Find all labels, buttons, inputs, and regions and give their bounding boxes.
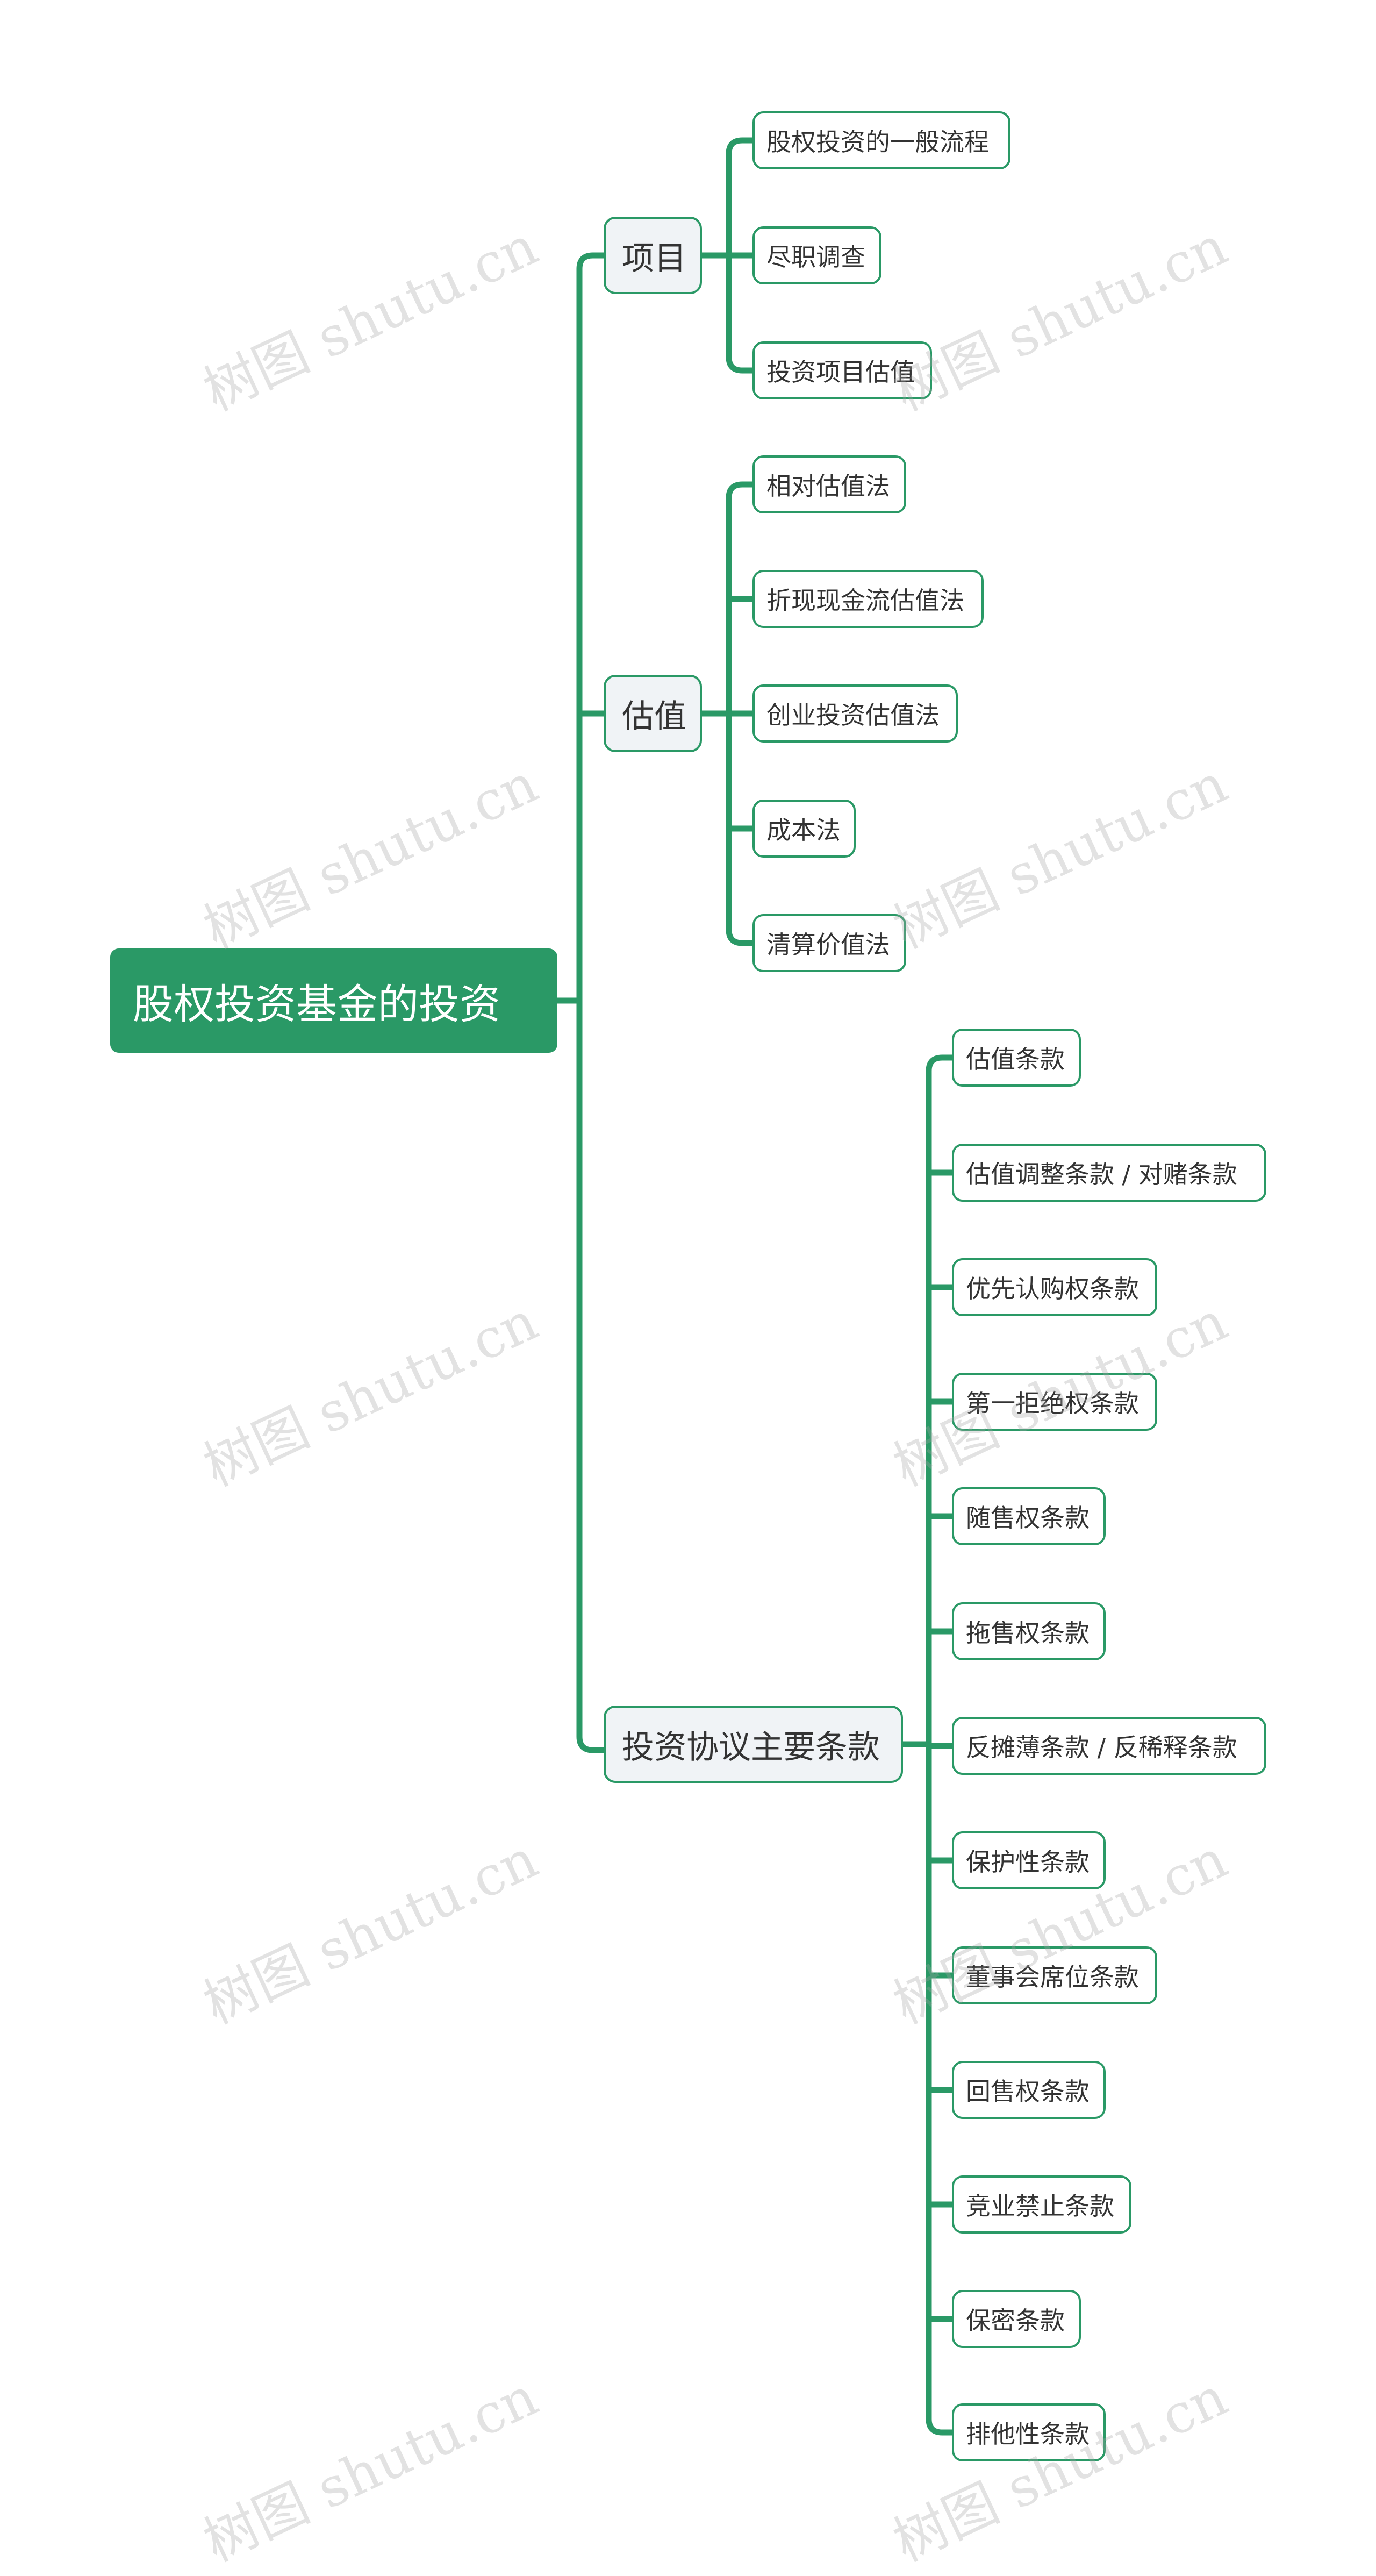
leaf-node-relative-valuation[interactable]: 相对估值法 [752,455,906,513]
connector-branch-3 [900,1054,955,2436]
leaf-node-project-valuation[interactable]: 投资项目估值 [752,341,932,399]
leaf-node-venture-valuation[interactable]: 创业投资估值法 [752,684,958,743]
leaf-node-due-diligence[interactable]: 尽职调查 [752,226,882,284]
leaf-node-liquidation-value[interactable]: 清算价值法 [752,914,906,972]
leaf-node-preemptive-right-clause[interactable]: 优先认购权条款 [952,1258,1157,1316]
connector-branch-2 [699,481,756,946]
leaf-node-non-compete-clause[interactable]: 竞业禁止条款 [952,2175,1131,2234]
watermark: 树图 shutu.cn [194,214,547,423]
leaf-node-cost-method[interactable]: 成本法 [752,800,856,858]
connector-branch-1 [699,137,756,374]
leaf-node-drag-along-clause[interactable]: 拖售权条款 [952,1602,1106,1660]
leaf-node-board-seat-clause[interactable]: 董事会席位条款 [952,1946,1157,2004]
watermark: 树图 shutu.cn [194,1289,547,1498]
leaf-node-equity-investment-process[interactable]: 股权投资的一般流程 [752,111,1010,169]
branch-node-valuation[interactable]: 估值 [604,675,702,752]
root-node[interactable]: 股权投资基金的投资 [110,948,557,1053]
watermark: 树图 shutu.cn [194,2365,547,2574]
leaf-node-exclusivity-clause[interactable]: 排他性条款 [952,2403,1106,2461]
leaf-node-tag-along-clause[interactable]: 随售权条款 [952,1487,1106,1545]
watermark: 树图 shutu.cn [194,752,547,961]
leaf-node-valuation-clause[interactable]: 估值条款 [952,1029,1081,1087]
leaf-node-protective-clause[interactable]: 保护性条款 [952,1831,1106,1889]
leaf-node-put-option-clause[interactable]: 回售权条款 [952,2061,1106,2119]
branch-node-investment-agreement-terms[interactable]: 投资协议主要条款 [604,1706,903,1783]
watermark: 树图 shutu.cn [884,2365,1237,2574]
watermark: 树图 shutu.cn [194,1827,547,2036]
watermark: 树图 shutu.cn [884,752,1237,961]
watermark: 树图 shutu.cn [884,214,1237,423]
leaf-node-anti-dilution-clause[interactable]: 反摊薄条款 / 反稀释条款 [952,1717,1266,1775]
leaf-node-dcf-valuation[interactable]: 折现现金流估值法 [752,570,984,628]
leaf-node-valuation-adjustment-clause[interactable]: 估值调整条款 / 对赌条款 [952,1144,1266,1202]
leaf-node-confidentiality-clause[interactable]: 保密条款 [952,2290,1081,2348]
branch-node-project[interactable]: 项目 [604,217,702,294]
connector-root [554,252,607,1753]
leaf-node-right-of-first-refusal-clause[interactable]: 第一拒绝权条款 [952,1373,1157,1431]
